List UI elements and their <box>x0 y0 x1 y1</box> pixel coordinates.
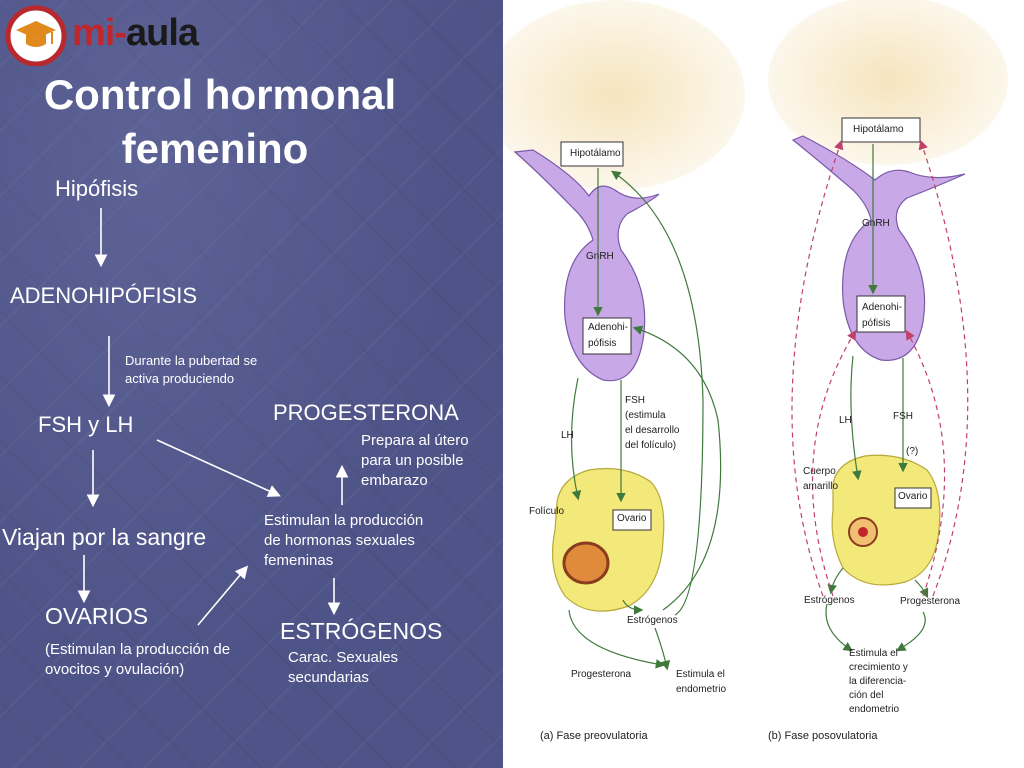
arrow-b-estrogen-down <box>825 603 853 652</box>
arrow-ovarios-estimulan <box>197 565 249 626</box>
label-carac-1: Carac. Sexuales <box>288 649 399 666</box>
box-hipotalamo-b <box>841 117 921 143</box>
corpus-luteum-center-b <box>858 527 868 537</box>
flow-arrows <box>77 208 349 626</box>
fig-a-progesterona: Progesterona <box>571 669 632 680</box>
label-estimulan-1: Estimulan la producción <box>264 512 424 529</box>
arrow-b-feedback-2 <box>811 329 857 597</box>
fig-a-adeno-1: Adenohi- <box>588 322 629 333</box>
ovary-b <box>831 454 941 586</box>
label-fsh-lh: FSH y LH <box>38 412 134 437</box>
fig-a-fsh-4: del folículo) <box>625 440 677 451</box>
fig-a-fsh-3: el desarrollo <box>625 425 680 436</box>
fig-a-fsh-1: FSH <box>625 395 645 406</box>
logo-dash: - <box>114 12 127 54</box>
arrow-b-ovary-estrogen <box>827 567 844 595</box>
label-viajan: Viajan por la sangre <box>2 524 207 550</box>
logo-text-mi: mi <box>72 12 115 54</box>
label-pubertad-2: activa produciendo <box>125 371 235 386</box>
brain-region-b <box>768 0 1008 165</box>
fig-b-estimula-3: la diferencia- <box>849 676 907 687</box>
fig-a-hipotalamo: Hipotálamo <box>570 148 621 159</box>
panel-b <box>768 0 1008 652</box>
slide-title-line2: femenino <box>121 125 309 172</box>
hormone-figure <box>503 0 1008 671</box>
label-ovarios-note-2: ovocitos y ovulación) <box>45 661 185 678</box>
fig-b-hipotalamo: Hipotálamo <box>853 124 904 135</box>
label-estrogenos: ESTRÓGENOS <box>280 618 443 644</box>
box-adeno-a <box>582 317 632 355</box>
fig-b-estimula-1: Estimula el <box>849 648 898 659</box>
arrow-a-prog-endometrio <box>568 609 666 669</box>
follicle-a <box>562 541 610 585</box>
fig-b-lh: LH <box>839 415 852 426</box>
label-ovarios: OVARIOS <box>45 603 149 629</box>
label-carac-2: secundarias <box>288 669 369 686</box>
fig-b-adeno-2: pófisis <box>862 318 891 329</box>
fig-a-gnrh: GnRH <box>586 251 614 262</box>
label-prepara-3: embarazo <box>361 472 428 489</box>
fig-b-fsh: FSH <box>893 411 913 422</box>
arrow-b-lh <box>850 355 862 481</box>
fig-a-fsh-2: (estimula <box>625 410 666 421</box>
ovary-a <box>551 467 665 612</box>
fig-b-estrogenos: Estrógenos <box>804 595 855 606</box>
figure-panel: Hipotálamo GnRH Adenohi- pófisis LH FSH … <box>503 0 1024 768</box>
arrow-b-feedback-4 <box>905 329 946 597</box>
label-estimulan-3: femeninas <box>264 552 334 569</box>
fig-b-ovario: Ovario <box>898 491 928 502</box>
label-estimulan-2: de hormonas sexuales <box>264 532 415 549</box>
label-prepara-1: Prepara al útero <box>361 432 469 449</box>
label-prepara-2: para un posible <box>361 452 464 469</box>
box-adeno-b <box>856 295 906 333</box>
arrow-a-feedback-hypo <box>611 170 704 616</box>
fig-a-estrogenos: Estrógenos <box>627 615 678 626</box>
fig-b-estimula-4: ción del <box>849 690 884 701</box>
slide-panel: mi-aula Control hormonal femenino Hipófi… <box>0 0 503 768</box>
arrow-b-ovary-prog <box>914 579 929 599</box>
slide-title-line1: Control hormonal <box>43 71 397 118</box>
label-adenohipofisis: ADENOHIPÓFISIS <box>10 283 198 308</box>
fig-b-caption: (b) Fase posovulatoria <box>768 730 878 742</box>
fig-b-adeno-1: Adenohi- <box>862 302 903 313</box>
label-progesterona: PROGESTERONA <box>273 400 459 425</box>
fig-b-cuerpo-1: Cuerpo <box>803 466 836 477</box>
fig-a-estimula-1: Estimula el <box>676 669 725 680</box>
fig-b-estimula-5: endometrio <box>849 704 900 715</box>
arrow-a-estrogen-endometrio <box>654 627 671 671</box>
box-hipotalamo-a <box>560 141 624 167</box>
arrow-b-feedback-3 <box>918 139 969 597</box>
arrow-a-ovary-estrogen <box>622 599 644 615</box>
fig-b-q: (?) <box>906 446 919 457</box>
fig-a-adeno-2: pófisis <box>588 338 617 349</box>
box-ovario-a <box>612 509 652 531</box>
fig-a-caption: (a) Fase preovulatoria <box>540 730 648 742</box>
arrow-b-feedback-1 <box>791 139 844 597</box>
label-ovarios-note-1: (Estimulan la producción de <box>45 641 231 658</box>
fig-b-gnrh: GnRH <box>862 218 890 229</box>
fig-a-ovario: Ovario <box>617 513 647 524</box>
label-hipofisis: Hipófisis <box>55 176 139 201</box>
fig-b-cuerpo-2: amarillo <box>803 481 839 492</box>
logo: mi-aula <box>4 4 244 67</box>
logo-text-aula: aula <box>126 12 199 54</box>
arrow-b-prog-down <box>895 611 926 652</box>
graduation-cap-icon <box>5 5 67 67</box>
arrow-a-feedback-adeno <box>632 325 722 611</box>
pituitary-gland-b <box>791 135 966 361</box>
fig-a-foliculo: Folículo <box>529 506 565 517</box>
fig-a-estimula-2: endometrio <box>676 684 727 695</box>
fig-b-estimula-2: crecimiento y <box>849 662 908 673</box>
label-pubertad-1: Durante la pubertad se <box>125 353 258 368</box>
fig-b-progesterona: Progesterona <box>900 596 961 607</box>
arrow-fsh-estimulan <box>156 439 281 497</box>
panel-a <box>503 0 745 671</box>
arrow-a-lh <box>570 377 582 501</box>
box-ovario-b <box>894 487 932 509</box>
fig-a-lh: LH <box>561 430 574 441</box>
